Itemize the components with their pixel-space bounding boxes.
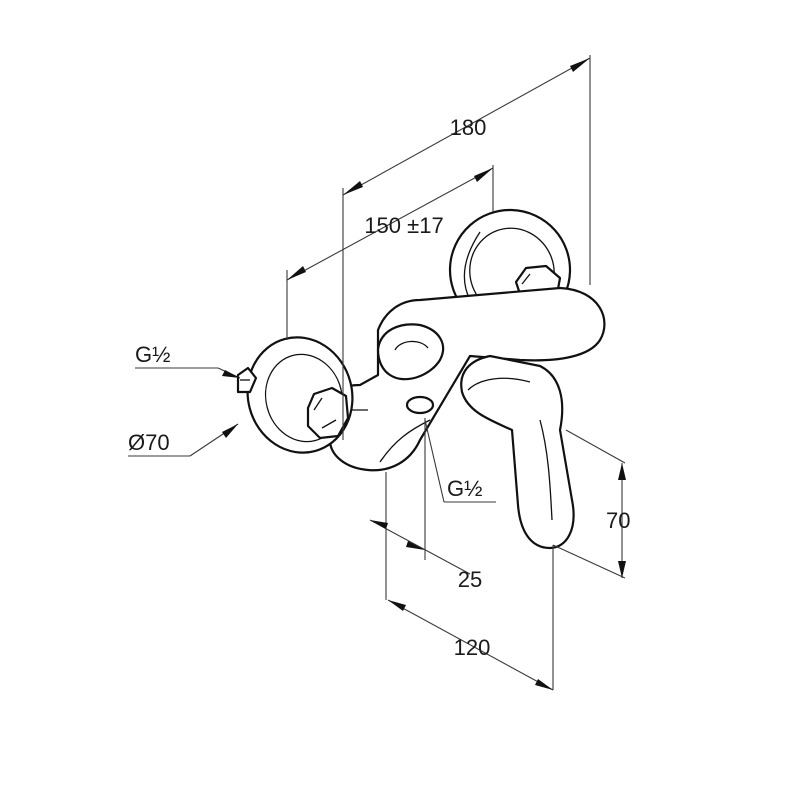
dim-150-label: 150 ±17 (364, 213, 443, 238)
dimension-body-length: 120 (387, 545, 554, 691)
arrow-head-icon (474, 168, 493, 182)
arrow-head-icon (222, 424, 238, 438)
rosette-diameter-label: Ø70 (128, 430, 170, 455)
callout-inlet-thread: G½ (135, 342, 241, 379)
outlet-thread-label: G½ (447, 476, 482, 501)
dimension-inlet-spacing: 150 ±17 (286, 165, 494, 340)
front-hex-nut (306, 386, 350, 440)
callout-rosette-diameter: Ø70 (128, 423, 239, 457)
arrow-head-icon (406, 541, 425, 550)
dimension-outlet-offset: 25 (369, 418, 482, 600)
dimension-lever-height: 70 (552, 429, 630, 579)
inlet-thread-label: G½ (135, 342, 170, 367)
arrow-head-icon (388, 600, 406, 611)
arrow-head-icon (618, 561, 626, 578)
lever-handle (460, 354, 575, 550)
arrow-head-icon (535, 679, 553, 690)
dim-180-label: 180 (450, 115, 487, 140)
arrow-head-icon (370, 520, 388, 529)
dim-120-label: 120 (454, 635, 491, 660)
dim-25-label: 25 (458, 567, 482, 592)
shower-mixer (236, 208, 606, 550)
arrow-head-icon (222, 370, 240, 378)
arrow-head-icon (570, 58, 590, 72)
dimension-overall-width: 180 (342, 55, 591, 440)
arrow-head-icon (618, 463, 626, 480)
dim-70-label: 70 (606, 508, 630, 533)
arrow-head-icon (343, 181, 363, 195)
callout-outlet-thread: G½ (424, 419, 496, 503)
arrow-head-icon (287, 266, 306, 280)
mixer-body (328, 286, 606, 472)
